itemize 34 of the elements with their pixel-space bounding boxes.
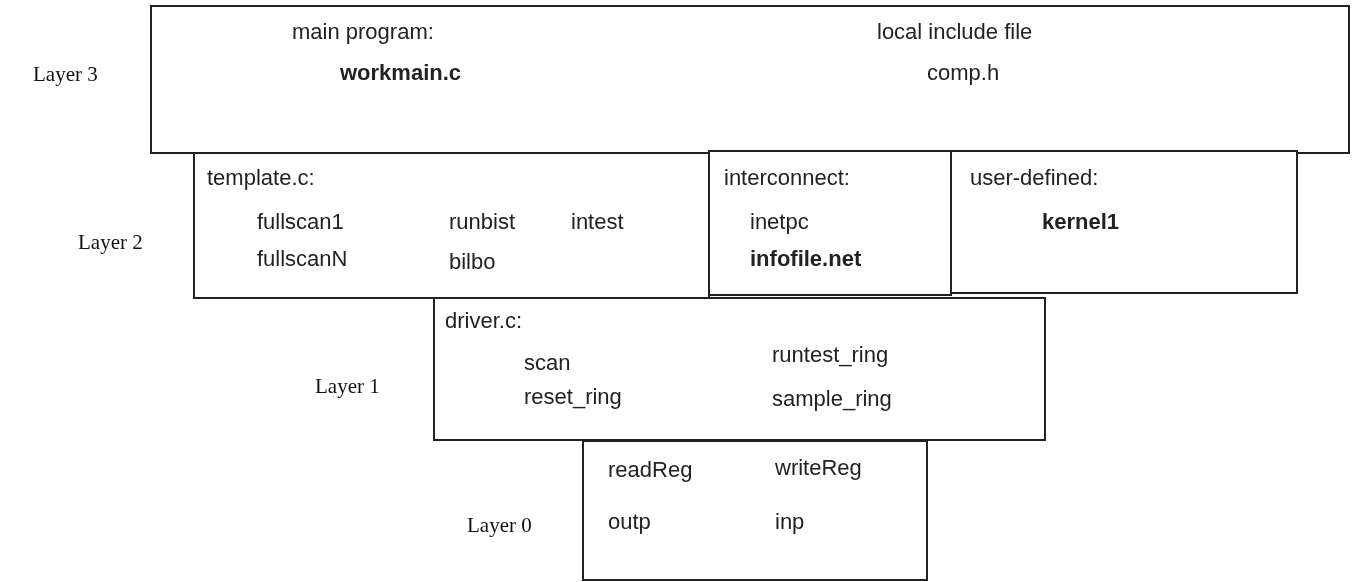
function-name: bilbo bbox=[449, 249, 496, 275]
box-heading: user-defined: bbox=[970, 165, 1099, 191]
file-name: comp.h bbox=[927, 60, 1000, 86]
module-box bbox=[582, 440, 928, 581]
layer-label: Layer 0 bbox=[467, 513, 532, 537]
box-heading: local include file bbox=[877, 19, 1033, 45]
module-box bbox=[150, 5, 1350, 154]
box-heading: driver.c: bbox=[445, 308, 523, 334]
function-name: runtest_ring bbox=[772, 342, 889, 368]
function-name: intest bbox=[571, 209, 624, 235]
module-box bbox=[950, 150, 1298, 294]
function-name: fullscanN bbox=[257, 246, 348, 272]
function-name: scan bbox=[524, 350, 571, 376]
layer-label: Layer 2 bbox=[78, 230, 143, 254]
file-name: infofile.net bbox=[750, 246, 862, 272]
module-box bbox=[708, 150, 952, 296]
box-heading: main program: bbox=[292, 19, 434, 45]
layer-label: Layer 1 bbox=[315, 374, 380, 398]
function-name: runbist bbox=[449, 209, 516, 235]
function-name: fullscan1 bbox=[257, 209, 344, 235]
function-name: writeReg bbox=[775, 455, 862, 481]
module-box bbox=[193, 152, 710, 299]
file-name: kernel1 bbox=[1042, 209, 1120, 235]
function-name: sample_ring bbox=[772, 386, 892, 412]
function-name: inetpc bbox=[750, 209, 809, 235]
box-heading: interconnect: bbox=[724, 165, 850, 191]
module-box bbox=[433, 297, 1046, 441]
function-name: inp bbox=[775, 509, 805, 535]
file-name: workmain.c bbox=[340, 60, 462, 86]
layer-label: Layer 3 bbox=[33, 62, 98, 86]
function-name: outp bbox=[608, 509, 651, 535]
function-name: reset_ring bbox=[524, 384, 622, 410]
box-heading: template.c: bbox=[207, 165, 315, 191]
function-name: readReg bbox=[608, 457, 693, 483]
